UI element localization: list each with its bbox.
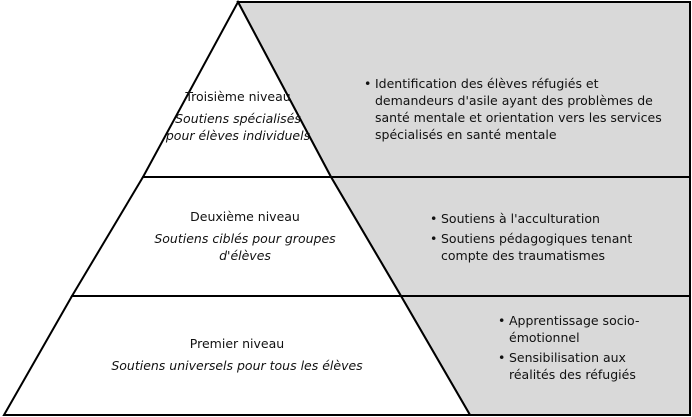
tier-3-bullet-1: Identification des élèves réfugiés et de… <box>364 75 676 143</box>
tier-3-level: Troisième niveau <box>185 89 291 104</box>
pyramid-tier-1 <box>2 295 472 416</box>
tier-2-bullet-1: Soutiens à l'acculturation <box>430 210 660 227</box>
tier-3-bullet-list: Identification des élèves réfugiés et de… <box>364 75 676 146</box>
tier-2-bullet-list: Soutiens à l'acculturation Soutiens péda… <box>430 210 660 267</box>
tier-2-level: Deuxième niveau <box>190 209 300 224</box>
tier-3-support: Soutiens spécialisés pour élèves individ… <box>165 111 311 143</box>
tier-1-bullet-1: Apprentissage socio-émotionnel <box>498 312 658 346</box>
tier-3-label: Troisième niveau Soutiens spécialisés po… <box>162 88 314 144</box>
tier-2-label: Deuxième niveau Soutiens ciblés pour gro… <box>130 208 360 264</box>
tier-1-bullet-list: Apprentissage socio-émotionnel Sensibili… <box>498 312 658 386</box>
tier-1-support: Soutiens universels pour tous les élèves <box>111 358 363 373</box>
tier-2-bullet-2: Soutiens pédagogiques tenant compte des … <box>430 230 660 264</box>
tier-1-level: Premier niveau <box>189 336 285 351</box>
tier-1-label: Premier niveau Soutiens universels pour … <box>92 335 382 374</box>
tier-2-support: Soutiens ciblés pour groupes d'élèves <box>154 231 336 263</box>
tier-1-bullet-2: Sensibilisation aux réalités des réfugié… <box>498 349 658 383</box>
